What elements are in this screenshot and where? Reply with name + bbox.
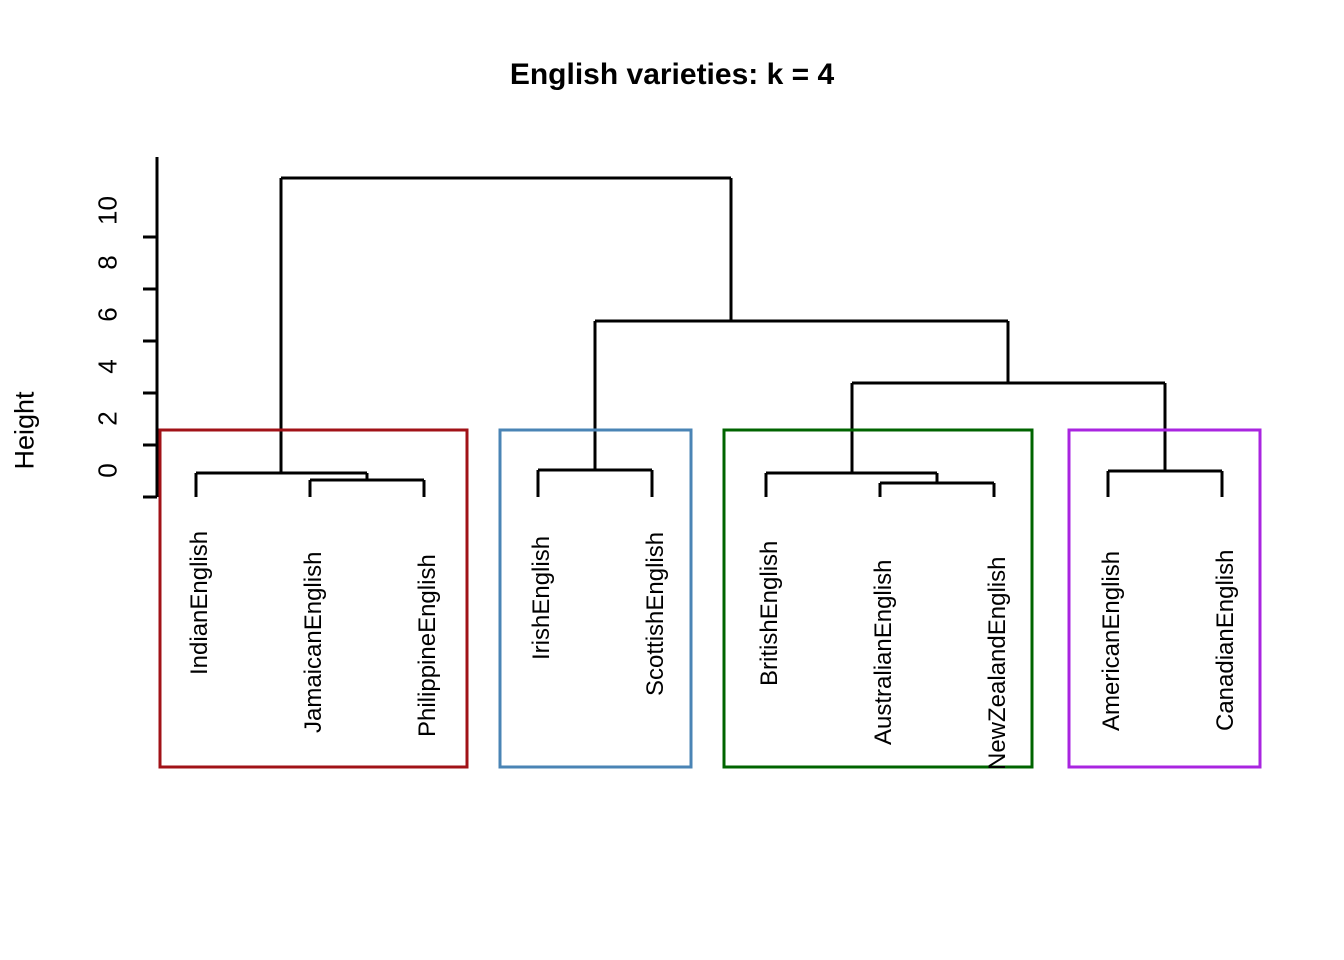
leaf-label-newzealand: NewZealandEnglish (984, 556, 1011, 770)
leaf-label-scottish: ScottishEnglish (642, 531, 669, 696)
cluster-box-2[interactable] (498, 428, 693, 769)
leaf-label-jamaican: JamaicanEnglish (300, 551, 327, 733)
cluster-box-1[interactable] (158, 428, 469, 769)
cluster-box-4[interactable] (1067, 428, 1262, 769)
leaf-label-canadian: CanadianEnglish (1212, 549, 1239, 731)
leaf-label-indian: IndianEnglish (186, 530, 213, 675)
leaf-label-australian: AustralianEnglish (870, 559, 897, 745)
cluster-boxes (158, 428, 1262, 769)
cluster-box-3[interactable] (722, 428, 1034, 769)
leaf-label-british: BritishEnglish (756, 540, 783, 686)
leaf-label-philippine: PhilippineEnglish (414, 554, 441, 737)
leaf-label-irish: IrishEnglish (528, 535, 555, 660)
page-title: English varieties: k = 4 (509, 58, 835, 91)
dendrogram-links (194, 176, 1224, 497)
leaf-label-american: AmericanEnglish (1098, 550, 1125, 731)
y-axis (143, 157, 159, 499)
